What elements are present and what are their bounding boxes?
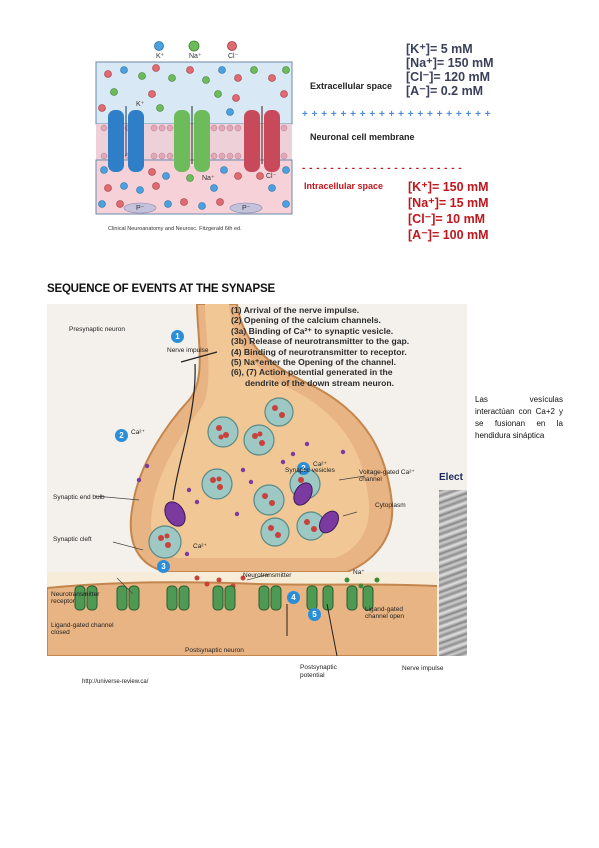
step-4: (4) Binding of neurotransmitter to recep…	[231, 346, 407, 357]
inner-cl-label: Cl⁻	[266, 173, 277, 180]
legend-k-label: K⁺	[156, 53, 165, 60]
intracellular-concentrations: [K⁺]= 150 mM [Na⁺]= 15 mM [Cl⁻]= 10 mM […	[408, 179, 489, 243]
intra-cl: [Cl⁻]= 10 mM	[408, 212, 486, 226]
label-ca-right: Ca²⁺	[313, 461, 327, 468]
intra-k: [K⁺]= 150 mM	[408, 180, 489, 194]
label-presynaptic: Presynaptic neuron	[69, 326, 126, 333]
extracellular-label: Extracellular space	[310, 81, 393, 91]
label-nerve-impulse-out: Nerve impulse	[402, 665, 444, 672]
badge-4: 4	[287, 591, 300, 604]
micrograph-image	[439, 490, 467, 656]
step-3b: (3b) Release of neurotransmitter to the …	[231, 336, 410, 347]
extra-k: [K⁺]= 5 mM	[406, 42, 473, 56]
intra-na: [Na⁺]= 15 mM	[408, 196, 489, 210]
label-synaptic-vesicles: Synaptic vesicles	[285, 467, 335, 474]
label-synaptic-end-bulb: Synaptic end bulb	[53, 494, 105, 501]
electron-micrograph: Elect	[437, 304, 467, 656]
label-synaptic-cleft: Synaptic cleft	[53, 536, 92, 543]
step-5: (5) Na⁺enter the Opening of the channel.	[231, 357, 396, 368]
badge-3: 3	[157, 560, 170, 573]
label-vgcc: Voltage-gated Ca²⁺ channel	[359, 469, 415, 483]
electron-label: Elect	[439, 472, 463, 483]
legend-cl-label: Cl⁻	[228, 53, 239, 60]
label-ca-lower: Ca²⁺	[193, 543, 207, 550]
label-ca-left: Ca²⁺	[131, 429, 145, 436]
k-channel	[108, 106, 144, 172]
figure1-caption: Clinical Neuroanatomy and Neurosc. Fitzg…	[108, 226, 242, 232]
step-6-7-cont: dendrite of the down stream neuron.	[245, 377, 394, 388]
synapse-figure: (1) Arrival of the nerve impulse. (2) Op…	[47, 304, 467, 656]
label-na: Na⁺	[353, 569, 365, 576]
inner-p-label-2: P⁻	[242, 205, 251, 212]
intra-a: [A⁻]= 100 mM	[408, 228, 489, 242]
membrane-minus-row: - - - - - - - - - - - - - - - - - - - - …	[302, 163, 463, 174]
ion-membrane-illustration	[95, 40, 293, 215]
step-3a: (3a) Binding of Ca²⁺ to synaptic vesicle…	[231, 325, 394, 336]
intracellular-label: Intracellular space	[304, 181, 384, 191]
synapse-steps: (1) Arrival of the nerve impulse. (2) Op…	[231, 305, 409, 388]
label-cytoplasm: Cytoplasm	[375, 502, 406, 509]
section-title: SEQUENCE OF EVENTS AT THE SYNAPSE	[47, 283, 275, 295]
inner-p-label-1: P⁻	[136, 205, 145, 212]
label-lg-open: Ligand-gated channel open	[365, 606, 405, 620]
badge-1: 1	[171, 330, 184, 343]
step-2: (2) Opening of the calcium channels.	[231, 315, 381, 326]
label-nerve-impulse: Nerve impulse	[167, 347, 209, 354]
label-nt-receptor: Neurotransmitter receptor	[51, 591, 100, 605]
cl-channel	[244, 106, 280, 172]
label-postsynaptic: Postsynaptic neuron	[185, 647, 244, 654]
extra-na: [Na⁺]= 150 mM	[406, 56, 494, 70]
inner-k-label: K⁺	[136, 101, 145, 108]
synapse-illustration	[47, 304, 467, 656]
step-6-7: (6), (7) Action potential generated in t…	[231, 367, 393, 378]
badge-2-left: 2	[115, 429, 128, 442]
inner-na-label: Na⁺	[202, 175, 215, 182]
membrane-plus-row: + + + + + + + + + + + + + + + + + + + +	[302, 109, 492, 120]
ion-concentration-figure: K⁺ Na⁺ Cl⁻ K⁺ Na⁺ Cl⁻ P⁻ P⁻	[94, 36, 304, 236]
extracellular-concentrations: [K⁺]= 5 mM [Na⁺]= 150 mM [Cl⁻]= 120 mM […	[406, 42, 494, 98]
legend-na-label: Na⁺	[189, 53, 202, 60]
step-1: (1) Arrival of the nerve impulse.	[231, 305, 360, 315]
label-post-potential: Postsynaptic potential	[300, 664, 337, 679]
badge-5: 5	[308, 608, 321, 621]
na-channel	[174, 106, 210, 172]
extra-a: [A⁻]= 0.2 mM	[406, 84, 484, 98]
label-lg-closed: Ligand-gated channel closed	[51, 622, 114, 636]
label-neurotransmitter: Neurotransmitter	[243, 572, 292, 579]
figure2-url: http://universe-review.ca/	[82, 679, 149, 685]
membrane-label: Neuronal cell membrane	[310, 132, 415, 142]
extra-cl: [Cl⁻]= 120 mM	[406, 70, 491, 84]
side-note: Las vesículas interactúan con Ca+2 y se …	[475, 395, 563, 440]
badge-2-right: 2	[297, 462, 310, 475]
